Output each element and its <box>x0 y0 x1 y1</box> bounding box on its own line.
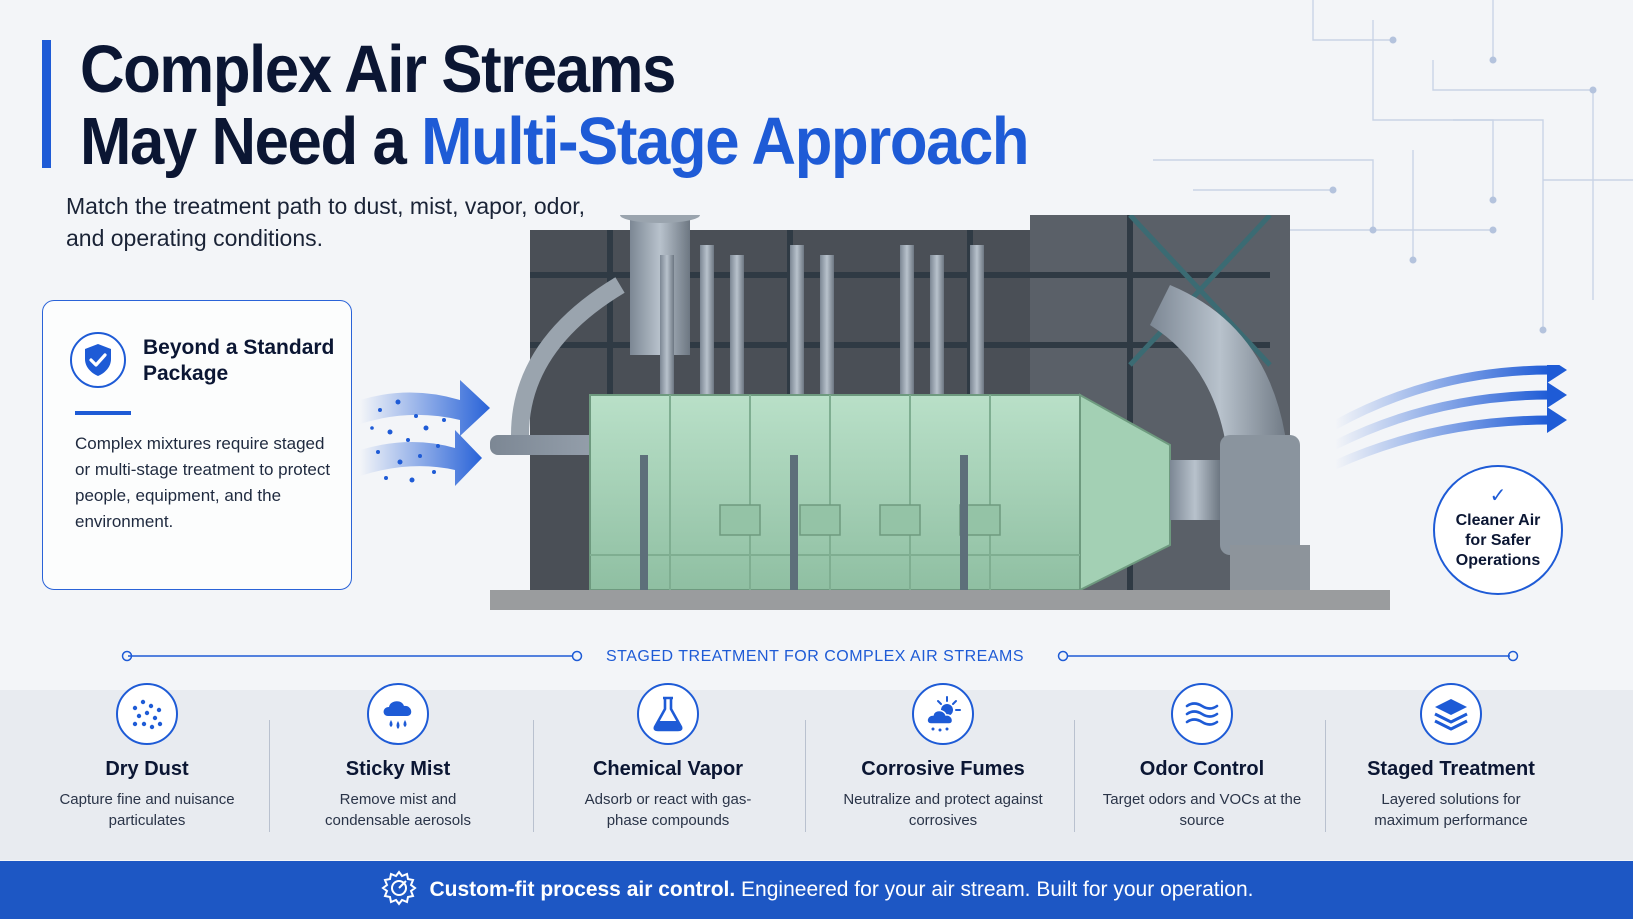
waves-icon <box>1171 683 1233 745</box>
item-desc: Adsorb or react with gas-phase compounds <box>584 791 752 829</box>
page-subtitle: Match the treatment path to dust, mist, … <box>66 193 586 251</box>
item-desc: Layered solutions for maximum performanc… <box>1374 791 1528 829</box>
sun-cloud-icon <box>912 683 974 745</box>
list-item-chemical-vapor: Chemical Vapor Adsorb or react with gas-… <box>553 680 783 831</box>
cleaner-air-badge: ✓ Cleaner Air for Safer Operations <box>1433 465 1563 595</box>
treatment-strip-background <box>0 690 1633 860</box>
page-title: Complex Air Streams May Need a Multi-Sta… <box>80 32 1030 179</box>
card-title: Beyond a Standard Package <box>143 336 335 385</box>
title-line-1: Complex Air Streams <box>80 32 676 107</box>
list-item-odor-control: Odor Control Target odors and VOCs at th… <box>1087 680 1317 831</box>
item-title: Odor Control <box>1139 758 1265 780</box>
title-line-2-accent: Multi-Stage Approach <box>421 104 1029 179</box>
item-separator <box>533 720 534 832</box>
item-separator <box>1074 720 1075 832</box>
list-item-dry-dust: Dry Dust Capture fine and nuisance parti… <box>32 680 262 831</box>
item-title: Staged Treatment <box>1367 758 1535 780</box>
item-title: Chemical Vapor <box>592 758 744 780</box>
layers-icon <box>1420 683 1482 745</box>
item-desc: Capture fine and nuisance particulates <box>59 791 235 829</box>
list-item-corrosive-fumes: Corrosive Fumes Neutralize and protect a… <box>828 680 1058 831</box>
check-icon: ✓ <box>1489 485 1507 507</box>
scrubber-system-illustration <box>490 215 1390 610</box>
item-separator <box>269 720 270 832</box>
gear-target-icon <box>380 870 417 907</box>
list-item-staged-treatment: Staged Treatment Layered solutions for m… <box>1336 680 1566 831</box>
dust-particles-icon <box>116 683 178 745</box>
flask-icon <box>637 683 699 745</box>
footer-banner: Custom-fit process air control. Engineer… <box>0 861 1633 919</box>
outgoing-airflow-arrows <box>1335 365 1567 470</box>
item-title: Sticky Mist <box>345 758 451 780</box>
circuit-background <box>1153 0 1633 334</box>
info-card: Beyond a Standard Package Complex mixtur… <box>42 300 352 590</box>
footer-text: Engineered for your air stream. Built fo… <box>735 878 1254 901</box>
section-divider <box>121 650 1519 662</box>
shield-check-icon <box>70 332 126 388</box>
badge-text: Cleaner Air for Safer Operations <box>1455 512 1541 569</box>
cloud-drops-icon <box>367 683 429 745</box>
incoming-airflow-arrows <box>360 380 490 486</box>
item-title: Corrosive Fumes <box>861 758 1025 780</box>
card-body: Complex mixtures require staged or multi… <box>75 434 331 531</box>
item-separator <box>1325 720 1326 832</box>
item-desc: Target odors and VOCs at the source <box>1102 791 1302 829</box>
section-label: STAGED TREATMENT FOR COMPLEX AIR STREAMS <box>606 648 1024 665</box>
item-desc: Neutralize and protect against corrosive… <box>843 791 1043 829</box>
list-item-sticky-mist: Sticky Mist Remove mist and condensable … <box>283 680 513 831</box>
footer-strong-text: Custom-fit process air control. <box>429 878 736 901</box>
item-desc: Remove mist and condensable aerosols <box>325 791 471 829</box>
treatment-list: Dry Dust Capture fine and nuisance parti… <box>0 680 1633 845</box>
item-separator <box>805 720 806 832</box>
title-accent-bar <box>42 40 51 168</box>
card-divider <box>75 411 131 415</box>
title-line-2-prefix: May Need a <box>80 104 422 179</box>
item-title: Dry Dust <box>105 758 189 780</box>
